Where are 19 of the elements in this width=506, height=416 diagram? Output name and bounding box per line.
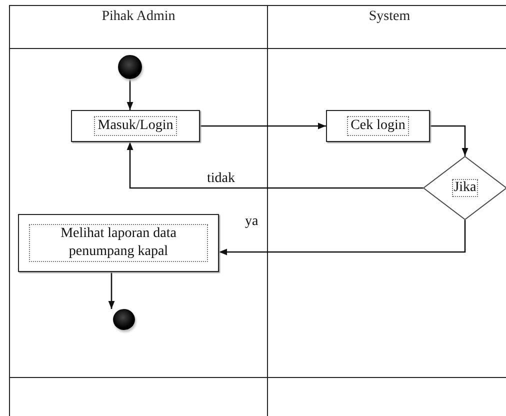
start-node xyxy=(118,55,142,79)
arrow xyxy=(126,79,134,110)
lane-heading: Pihak Admin xyxy=(102,9,176,24)
activity-box xyxy=(71,110,200,142)
activity-label: Cek login xyxy=(346,116,410,136)
activity-label: Masuk/Login xyxy=(94,116,178,136)
swimlane xyxy=(9,5,268,416)
arrow xyxy=(126,142,423,189)
decision-label: Jika xyxy=(452,179,478,197)
arrow xyxy=(108,272,115,309)
activity-box xyxy=(326,110,430,142)
lane-heading: System xyxy=(368,9,410,24)
end-node xyxy=(113,309,135,330)
arrow xyxy=(219,220,466,256)
arrow xyxy=(200,122,326,130)
activity-label: Melihat laporan data penumpang kapal xyxy=(29,224,208,262)
decision-diamond xyxy=(423,156,506,220)
arrow xyxy=(430,125,468,156)
activity-box xyxy=(18,214,219,272)
